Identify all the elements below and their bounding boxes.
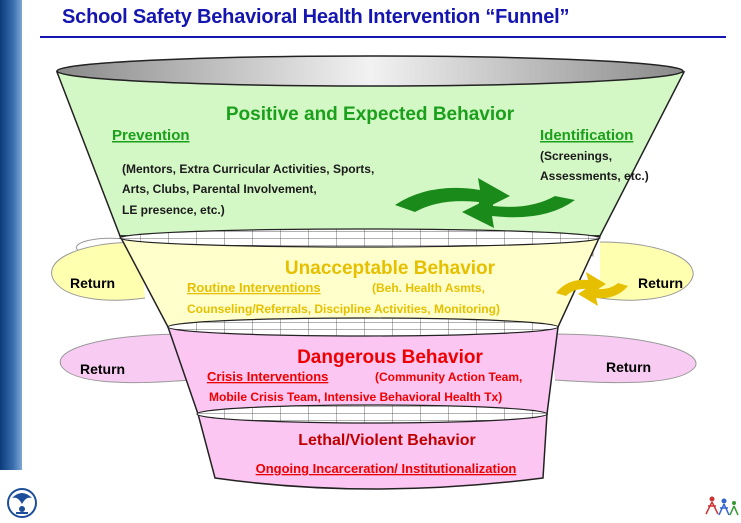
- dangerous-heading: Dangerous Behavior: [297, 347, 483, 368]
- funnel-top-rim: [56, 55, 684, 87]
- routine-interventions-label: Routine Interventions: [187, 280, 321, 295]
- positive-heading: Positive and Expected Behavior: [226, 104, 515, 125]
- page-title: School Safety Behavioral Health Interven…: [62, 6, 570, 28]
- identification-line-1: (Screenings,: [540, 149, 612, 163]
- funnel-section-lethal: [197, 413, 548, 490]
- unacceptable-heading: Unacceptable Behavior: [285, 258, 496, 279]
- return-label-left-upper: Return: [70, 275, 115, 291]
- people-figures-logo-icon: [705, 496, 739, 516]
- prevention-line-3: LE presence, etc.): [122, 203, 225, 217]
- green-cycle-arrows-icon: [395, 178, 575, 228]
- lethal-heading: Lethal/Violent Behavior: [298, 432, 476, 449]
- return-label-left-lower: Return: [80, 361, 125, 377]
- incarceration-label: Ongoing Incarceration/ Institutionalizat…: [256, 461, 517, 476]
- filter-grid-2: [167, 317, 559, 337]
- crisis-interventions-line-2: Mobile Crisis Team, Intensive Behavioral…: [209, 390, 502, 404]
- prevention-label: Prevention: [112, 127, 190, 144]
- hhs-eagle-logo-icon: [7, 488, 37, 518]
- crisis-interventions-line-1: (Community Action Team,: [375, 370, 522, 384]
- left-blue-stripe: [0, 0, 22, 470]
- title-underline: [40, 36, 726, 38]
- routine-interventions-line-1: (Beh. Health Asmts,: [372, 281, 485, 295]
- crisis-interventions-label: Crisis Interventions: [207, 369, 328, 384]
- yellow-cycle-arrows-icon: [556, 272, 628, 306]
- identification-label: Identification: [540, 127, 633, 144]
- prevention-line-1: (Mentors, Extra Curricular Activities, S…: [122, 162, 374, 176]
- routine-interventions-line-2: Counseling/Referrals, Discipline Activit…: [187, 302, 500, 316]
- identification-line-2: Assessments, etc.): [540, 169, 649, 183]
- prevention-line-2: Arts, Clubs, Parental Involvement,: [122, 182, 317, 196]
- return-label-right-lower: Return: [606, 359, 651, 375]
- filter-grid-3: [196, 404, 548, 424]
- filter-grid-1: [119, 228, 601, 248]
- return-label-right-upper: Return: [638, 275, 683, 291]
